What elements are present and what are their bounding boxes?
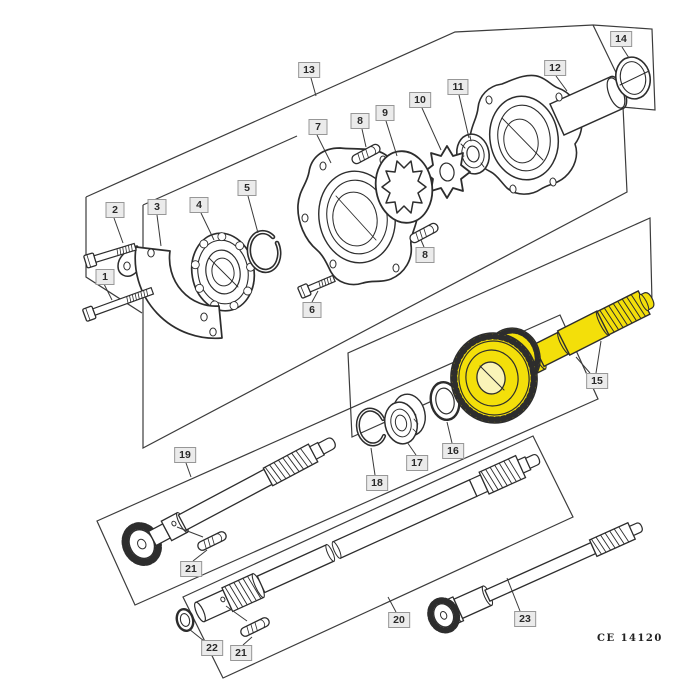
part-22-seal-ring bbox=[175, 607, 195, 633]
part-20-pto-shaft bbox=[194, 453, 541, 623]
callout-18[interactable]: 18 bbox=[366, 475, 388, 491]
part-21-pin-upper bbox=[195, 529, 229, 553]
part-18-snap-ring bbox=[355, 407, 387, 447]
callout-10[interactable]: 10 bbox=[409, 92, 431, 108]
callout-17[interactable]: 17 bbox=[406, 455, 428, 471]
frame-panels bbox=[85, 24, 656, 679]
callout-15[interactable]: 15 bbox=[586, 373, 608, 389]
parts bbox=[82, 56, 659, 639]
part-19-drive-shaft bbox=[121, 437, 336, 566]
part-16-ring bbox=[429, 380, 461, 422]
callout-8a[interactable]: 8 bbox=[350, 113, 370, 129]
part-9-gerotor-ring bbox=[374, 150, 434, 224]
callout-13[interactable]: 13 bbox=[298, 62, 320, 78]
callout-7[interactable]: 7 bbox=[308, 119, 328, 135]
part-5-snap-ring bbox=[246, 229, 282, 274]
callout-21a[interactable]: 21 bbox=[180, 561, 202, 577]
callout-23[interactable]: 23 bbox=[514, 611, 536, 627]
leader-lines bbox=[103, 46, 630, 646]
callout-1[interactable]: 1 bbox=[95, 269, 115, 285]
callout-3[interactable]: 3 bbox=[147, 199, 167, 215]
callout-16[interactable]: 16 bbox=[442, 443, 464, 459]
part-10-gerotor-inner-gear bbox=[423, 145, 471, 199]
part-23-shaft bbox=[427, 521, 643, 634]
part-1-bolt bbox=[82, 286, 155, 322]
callout-11[interactable]: 11 bbox=[447, 79, 469, 95]
callout-4[interactable]: 4 bbox=[189, 197, 209, 213]
callout-12[interactable]: 12 bbox=[544, 60, 566, 76]
part-17-roller-bearing bbox=[384, 393, 426, 445]
part-6-bolt bbox=[297, 274, 336, 299]
callout-8b[interactable]: 8 bbox=[415, 247, 435, 263]
part-12-bearing-housing bbox=[469, 74, 628, 195]
part-14-o-ring bbox=[615, 56, 651, 100]
callout-14[interactable]: 14 bbox=[610, 31, 632, 47]
panel-15 bbox=[347, 217, 653, 438]
panel-14 bbox=[592, 24, 656, 111]
callout-20[interactable]: 20 bbox=[388, 612, 410, 628]
part-11-bearing bbox=[456, 133, 490, 175]
part-2-bolt bbox=[83, 242, 137, 269]
callout-21b[interactable]: 21 bbox=[230, 645, 252, 661]
callout-22[interactable]: 22 bbox=[201, 640, 223, 656]
callout-19[interactable]: 19 bbox=[174, 447, 196, 463]
panel-19 bbox=[96, 314, 599, 606]
callout-2[interactable]: 2 bbox=[105, 202, 125, 218]
drawing-code: CE 14120 bbox=[597, 633, 663, 644]
part-15-drive-gear-shaft[interactable] bbox=[444, 285, 659, 430]
callout-5[interactable]: 5 bbox=[237, 180, 257, 196]
part-4-ball-bearing bbox=[190, 232, 256, 312]
callout-6[interactable]: 6 bbox=[302, 302, 322, 318]
callout-9[interactable]: 9 bbox=[375, 105, 395, 121]
